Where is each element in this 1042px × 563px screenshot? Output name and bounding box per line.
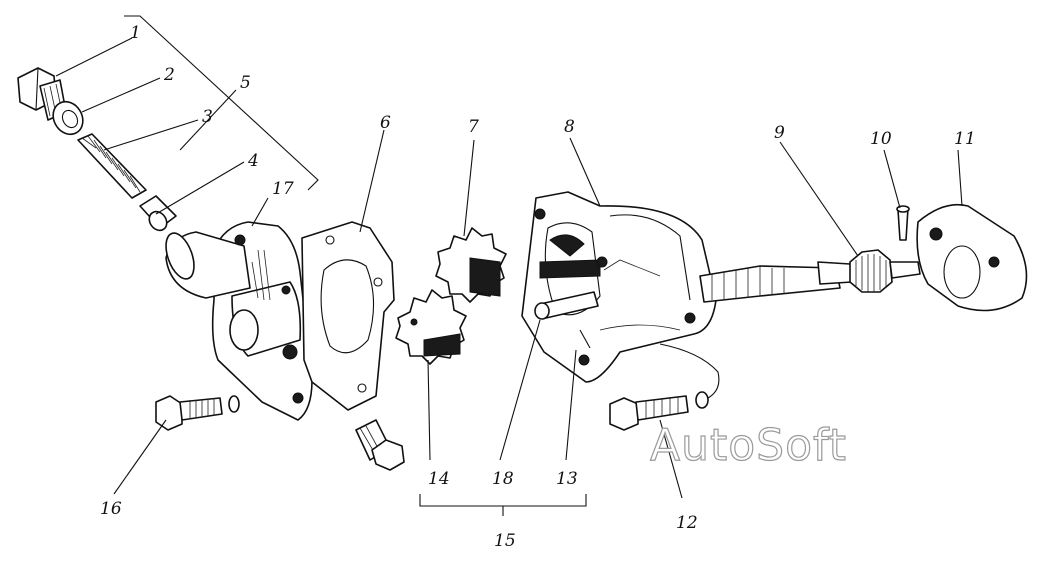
callout-13: 13: [556, 469, 578, 489]
callout-1: 1: [130, 23, 141, 43]
callout-2: 2: [163, 65, 175, 85]
part-14-drive-gear: [395, 289, 467, 365]
part-6-gasket: [301, 221, 395, 411]
leader-lines: [55, 15, 963, 516]
callout-6: 6: [380, 113, 391, 133]
drain-plug: [355, 419, 405, 471]
part-8-pump-housing: [521, 191, 717, 383]
part-17-pump-cover: [165, 221, 313, 421]
callout-16: 16: [100, 499, 122, 519]
part-9-shaft-gear: [849, 249, 921, 293]
callout-8: 8: [564, 117, 575, 137]
part-10-pin: [896, 205, 910, 241]
callout-9: 9: [774, 123, 785, 143]
callout-17: 17: [272, 179, 294, 199]
part-11-flange: [916, 203, 1028, 312]
callout-5: 5: [240, 73, 251, 93]
callout-18: 18: [492, 469, 514, 489]
part-3-spring: [77, 133, 147, 199]
callout-4: 4: [247, 151, 259, 171]
part-2-washer: [52, 100, 84, 136]
part-4-plunger: [139, 195, 177, 232]
callout-3: 3: [202, 107, 213, 127]
drive-shaft: [699, 261, 853, 303]
callout-12: 12: [676, 513, 698, 533]
part-7-driven-gear: [435, 227, 507, 303]
callout-10: 10: [870, 129, 892, 149]
callout-14: 14: [428, 469, 450, 489]
callout-11: 11: [954, 129, 976, 149]
part-12-bolt: [609, 343, 720, 431]
callout-labels: 1 2 3 4 5 6 7 8 9 10 11 12 13 14 15 16 1…: [100, 23, 976, 551]
part-16-bolt: [155, 395, 240, 431]
callout-15: 15: [494, 531, 516, 551]
callout-7: 7: [468, 117, 479, 137]
watermark: AutoSoft: [650, 420, 847, 471]
